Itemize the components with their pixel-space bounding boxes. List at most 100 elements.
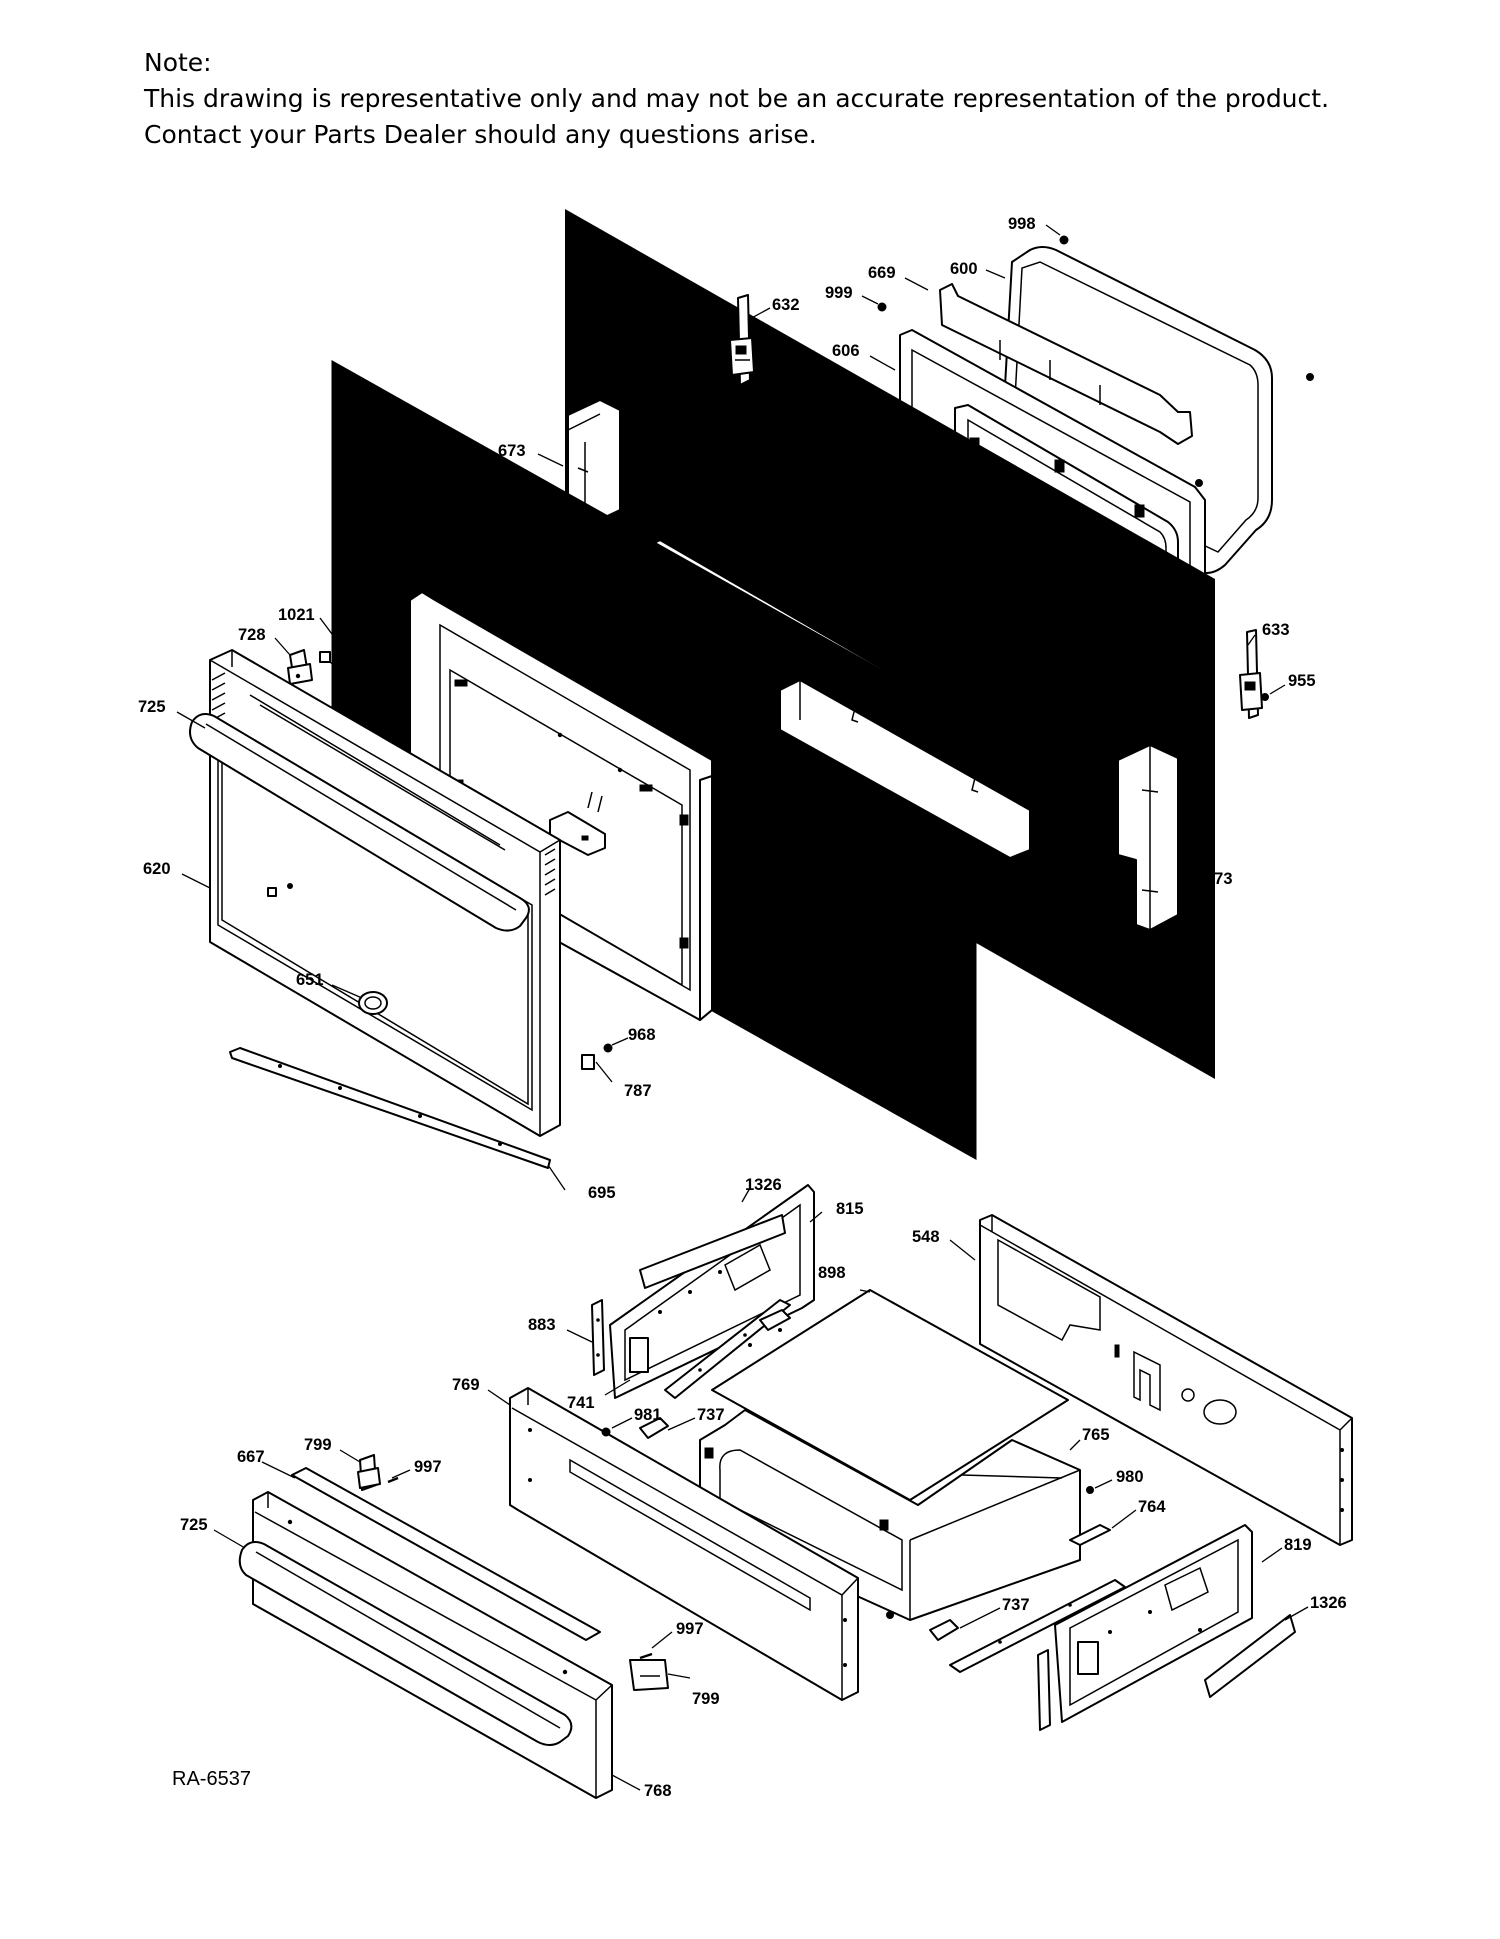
side-bracket-right-part — [1054, 1524, 1253, 1723]
callout-673-lower: 673 — [1205, 870, 1233, 888]
hinge-left-part — [729, 294, 755, 386]
drawer-rail-right-part — [1037, 1649, 1051, 1731]
callout-1000: 1000 — [747, 1000, 784, 1018]
screw-1005-part — [759, 448, 767, 456]
callout-548: 548 — [912, 1228, 940, 1246]
drawer-rear-panel-part — [979, 1214, 1353, 1546]
callout-998: 998 — [1008, 215, 1036, 233]
oven-door-handle-part — [189, 713, 530, 932]
clip-787-part — [581, 1054, 595, 1070]
leader-lines — [176, 224, 1309, 1791]
callout-673: 673 — [498, 442, 526, 460]
callout-815: 815 — [836, 1200, 864, 1218]
callout-1326-lower: 1326 — [1310, 1594, 1347, 1612]
callout-955-lower: 955 — [1288, 672, 1316, 690]
drawing-reference-id: RA-6537 — [172, 1768, 251, 1790]
screw-999-part — [877, 302, 887, 312]
callout-613-upper: 613 — [693, 476, 721, 494]
note-line-1: This drawing is representative only and … — [144, 84, 1330, 113]
callout-737-lower: 737 — [1002, 1596, 1030, 1614]
side-shield-left-part — [639, 1214, 786, 1289]
handle-bracket-part — [287, 649, 313, 685]
callout-1326-upper: 1326 — [745, 1176, 782, 1194]
callout-670: 670 — [1058, 854, 1086, 872]
roller-764-part — [1069, 1524, 1111, 1546]
clip-737-upper-part — [639, 1417, 669, 1439]
callout-659: 659 — [792, 432, 820, 450]
callout-667: 667 — [237, 1448, 265, 1466]
callout-999: 999 — [825, 284, 853, 302]
callout-883: 883 — [528, 1316, 556, 1334]
side-shield-right-part — [1204, 1614, 1296, 1698]
drawer-trim-strip-part — [291, 1467, 601, 1641]
callout-600: 600 — [950, 260, 978, 278]
screw-liner-part — [1195, 479, 1203, 487]
callout-955: 955 — [788, 348, 816, 366]
callout-997-lower: 997 — [676, 1620, 704, 1638]
callout-769: 769 — [452, 1376, 480, 1394]
drawer-bracket-upper-part — [357, 1454, 381, 1491]
screw-981-part — [601, 1427, 611, 1437]
drawer-handle-part — [238, 1541, 573, 1746]
callout-725-lower: 725 — [180, 1516, 208, 1534]
clip-upper-part — [759, 1309, 791, 1331]
callout-1005: 1005 — [705, 428, 742, 446]
hinge-right-part — [1239, 629, 1263, 719]
disclaimer-note: Note: This drawing is representative onl… — [144, 45, 1329, 153]
screw-1000-part — [719, 994, 733, 1002]
callout-613-lower: 613 — [457, 578, 485, 596]
callout-997-upper: 997 — [414, 1458, 442, 1476]
callout-799-lower: 799 — [692, 1690, 720, 1708]
callout-968: 968 — [628, 1026, 656, 1044]
callout-633: 633 — [1262, 621, 1290, 639]
callout-728: 728 — [238, 626, 266, 644]
callout-606: 606 — [832, 342, 860, 360]
callout-765: 765 — [1082, 1426, 1110, 1444]
screw-980-part — [1086, 1486, 1094, 1494]
callout-898: 898 — [818, 1264, 846, 1282]
callout-981: 981 — [634, 1406, 662, 1424]
callout-615: 615 — [936, 860, 964, 878]
callout-787: 787 — [624, 1082, 652, 1100]
screw-955-upper-part — [756, 367, 764, 375]
drawer-rail-left-part — [591, 1299, 605, 1376]
nut-968-part — [603, 1043, 613, 1053]
callout-819: 819 — [1284, 1536, 1312, 1554]
callout-1021: 1021 — [278, 606, 315, 624]
callout-609: 609 — [725, 919, 753, 937]
bottom-trim-part — [229, 1047, 551, 1169]
clip-nut-part — [319, 651, 331, 663]
callout-620: 620 — [143, 860, 171, 878]
drawer-front-panel-part — [509, 1387, 859, 1701]
screws-part — [336, 638, 365, 650]
callout-741: 741 — [567, 1394, 595, 1412]
screw-998-part — [1059, 235, 1069, 245]
screw-lower-part — [886, 1611, 894, 1619]
note-line-2: Contact your Parts Dealer should any que… — [144, 120, 817, 149]
note-heading: Note: — [144, 48, 212, 77]
clip-737-lower-part — [929, 1619, 959, 1641]
screw-955-lower-part — [1261, 693, 1269, 701]
callout-657: 657 — [352, 666, 380, 684]
drawer-bracket-lower-part — [629, 1659, 669, 1691]
callout-799-upper: 799 — [304, 1436, 332, 1454]
callout-980: 980 — [1116, 1468, 1144, 1486]
drawer-slide-right-part — [949, 1579, 1126, 1673]
callout-768: 768 — [644, 1782, 672, 1800]
callout-764: 764 — [1138, 1498, 1166, 1516]
drawer-slide-left-part — [664, 1299, 791, 1399]
callout-labels: 998 669 600 999 632 955 606 673 1005 659… — [138, 215, 1347, 1800]
callout-632: 632 — [772, 296, 800, 314]
callout-669: 669 — [868, 264, 896, 282]
callout-737-upper: 737 — [697, 1406, 725, 1424]
callout-725-upper: 725 — [138, 698, 166, 716]
callout-651: 651 — [296, 971, 324, 989]
screw-997-lower-part — [639, 1652, 653, 1660]
screw-997-upper-part — [387, 1476, 399, 1484]
screw-rear-part — [1306, 373, 1314, 381]
callout-695: 695 — [588, 1184, 616, 1202]
insulation-block-lower-part — [1117, 744, 1179, 931]
door-insulation-part — [939, 283, 1193, 445]
brand-badge-part — [358, 991, 388, 1015]
